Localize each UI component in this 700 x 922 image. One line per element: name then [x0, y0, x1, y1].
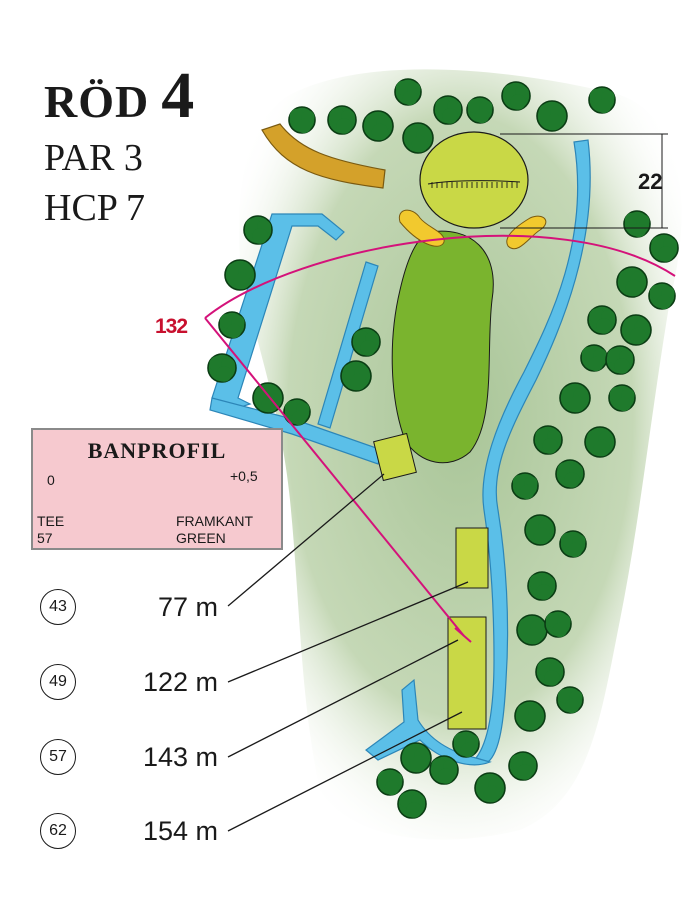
- tree: [327, 105, 357, 135]
- tee-distance-49: 122 m: [142, 667, 218, 697]
- course-profile-panel: BANPROFIL: [31, 428, 283, 550]
- green-tier-ticks: [431, 182, 518, 188]
- tee-distance-62: 154 m: [142, 816, 218, 846]
- tee-distance-57: 143 m: [142, 742, 218, 772]
- water-hazard-bottom: [365, 678, 492, 766]
- tree: [511, 472, 539, 500]
- tee-row-62: 62 154 m: [40, 813, 240, 853]
- tree: [501, 81, 531, 111]
- profile-tee-number: 57: [37, 530, 53, 546]
- tree: [648, 282, 676, 310]
- tee-marker-62: 62: [40, 813, 76, 849]
- tree: [394, 78, 422, 106]
- tree: [527, 571, 557, 601]
- tree: [508, 751, 538, 781]
- tree: [533, 425, 563, 455]
- tree: [218, 311, 246, 339]
- tree: [400, 742, 432, 774]
- tree: [340, 360, 372, 392]
- bunker-left: [398, 209, 445, 247]
- tree: [559, 382, 591, 414]
- tree: [544, 610, 572, 638]
- waste-area: [261, 123, 386, 189]
- tree: [588, 86, 616, 114]
- tree: [376, 768, 404, 796]
- tee-marker-57: 57: [40, 739, 76, 775]
- tree: [224, 259, 256, 291]
- carry-arc: [204, 234, 676, 319]
- tree: [288, 106, 316, 134]
- aim-line: [204, 317, 465, 637]
- tee-distance-43: 77 m: [157, 592, 218, 622]
- trees: [207, 78, 679, 819]
- tree: [580, 344, 608, 372]
- tee-row-43: 43 77 m: [40, 589, 240, 629]
- tree: [397, 789, 427, 819]
- aim-line-tick: [454, 627, 472, 643]
- bunker-right: [506, 215, 547, 250]
- tree: [535, 657, 565, 687]
- hcp-label: HCP 7: [44, 187, 146, 229]
- green: [419, 131, 529, 229]
- profile-start-value: 0: [47, 472, 55, 488]
- leader-line-49: [227, 581, 469, 683]
- tee-row-57: 57 143 m: [40, 739, 240, 779]
- hole-number: 4: [161, 59, 196, 132]
- tree: [429, 755, 459, 785]
- tree: [555, 459, 585, 489]
- tree: [207, 353, 237, 383]
- tree: [536, 100, 568, 132]
- tree: [584, 426, 616, 458]
- tree: [351, 327, 381, 357]
- tree: [452, 730, 480, 758]
- profile-title: BANPROFIL: [87, 438, 227, 463]
- tree: [608, 384, 636, 412]
- tree: [556, 686, 584, 714]
- green-tier: [427, 180, 521, 185]
- profile-front-label: FRAMKANT: [176, 513, 253, 529]
- fairway: [391, 230, 494, 464]
- tree: [623, 210, 651, 238]
- tree: [402, 122, 434, 154]
- tree: [649, 233, 679, 263]
- tee-marker-49: 49: [40, 664, 76, 700]
- green-depth-label: 22: [638, 169, 663, 194]
- tree: [524, 514, 556, 546]
- tree: [559, 530, 587, 558]
- tee-box-49: [455, 527, 489, 589]
- tree: [474, 772, 506, 804]
- profile-tee-label: TEE: [37, 513, 65, 529]
- tree: [587, 305, 617, 335]
- tree: [243, 215, 273, 245]
- tee-color-label: RÖD: [44, 76, 150, 127]
- profile-green-label: GREEN: [176, 530, 226, 546]
- tree: [616, 266, 648, 298]
- tree: [466, 96, 494, 124]
- leader-line-62: [227, 711, 463, 832]
- profile-end-value: +0,5: [230, 468, 258, 484]
- tree: [433, 95, 463, 125]
- tree: [620, 314, 652, 346]
- tee-box-43: [373, 432, 417, 482]
- carry-distance-label: 132: [155, 315, 188, 338]
- tree: [516, 614, 548, 646]
- leader-line-43: [227, 473, 385, 607]
- tree: [362, 110, 394, 142]
- tee-box-57-62: [447, 616, 487, 730]
- par-label: PAR 3: [44, 137, 143, 179]
- tree: [514, 700, 546, 732]
- leader-line-57: [227, 639, 459, 758]
- tee-marker-43: 43: [40, 589, 76, 625]
- tree: [605, 345, 635, 375]
- tee-row-49: 49 122 m: [40, 664, 240, 704]
- tree: [283, 398, 311, 426]
- water-hazard-left-3: [317, 261, 379, 429]
